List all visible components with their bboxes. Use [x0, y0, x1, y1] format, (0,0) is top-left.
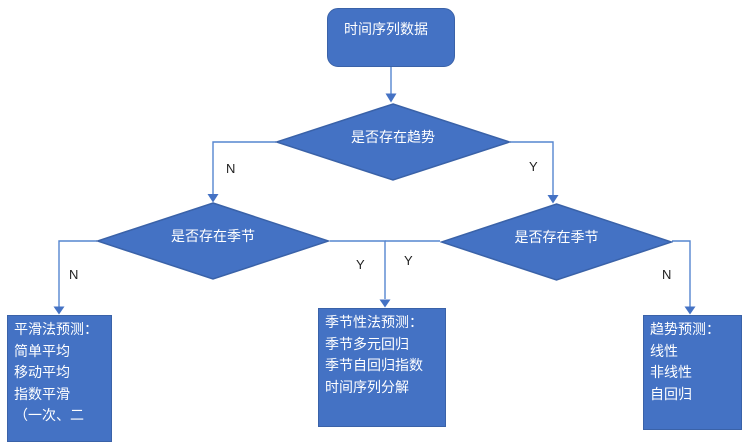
outcome-line: 简单平均: [14, 342, 70, 359]
outcome-trend-forecast: 趋势预测： 线性 非线性 自回归: [643, 315, 742, 430]
connector-trend-yes: [510, 141, 554, 195]
edge-label-trend-yes: Y: [529, 159, 538, 174]
outcome-line: 趋势预测：: [650, 321, 720, 337]
decision-has-season-left: 是否存在季节: [96, 202, 330, 280]
arrowhead-season-left-no: [53, 306, 65, 315]
edge-label-season-right-no: N: [662, 267, 672, 282]
edge-label-trend-no: N: [226, 161, 236, 176]
outcome-line: 非线性: [650, 364, 692, 380]
outcome-line: （一次、二: [14, 407, 84, 423]
decision-has-season-right: 是否存在季节: [440, 203, 673, 281]
arrowhead-trend-no: [207, 194, 219, 203]
arrowhead-seasonal-merge: [379, 299, 391, 308]
diamond-shape: [275, 103, 511, 181]
outcome-line: 指数平滑: [14, 385, 70, 402]
connector-season-left-no: [58, 240, 97, 307]
outcome-line: 时间序列分解: [325, 378, 409, 395]
outcome-line: 季节多元回归: [325, 335, 409, 352]
decision-has-trend-label: 是否存在趋势: [351, 129, 435, 145]
outcome-line: 自回归: [650, 385, 692, 402]
arrowhead-season-right-no: [684, 306, 696, 315]
outcome-line: 平滑法预测：: [14, 321, 98, 337]
diamond-shape: [440, 203, 673, 281]
edge-label-season-right-yes: Y: [404, 253, 413, 268]
outcome-seasonal-forecast: 季节性法预测： 季节多元回归 季节自回归指数 时间序列分解: [318, 308, 446, 427]
edge-label-season-left-yes: Y: [356, 257, 365, 272]
arrowhead-trend-yes: [547, 195, 559, 204]
connector-season-right-no: [672, 240, 691, 307]
outcome-line: 移动平均: [14, 364, 70, 380]
connector-trend-no: [212, 141, 276, 194]
decision-has-trend: 是否存在趋势: [275, 103, 511, 181]
decision-has-season-right-label: 是否存在季节: [514, 229, 599, 245]
edge-label-season-left-no: N: [69, 267, 79, 282]
diamond-shape: [96, 202, 330, 280]
outcome-smoothing-forecast: 平滑法预测： 简单平均 移动平均 指数平滑 （一次、二: [7, 315, 112, 442]
start-node-label: 时间序列数据: [344, 21, 428, 37]
outcome-line: 季节自回归指数: [325, 357, 423, 373]
outcome-line: 线性: [650, 342, 678, 359]
start-node: 时间序列数据: [327, 8, 455, 67]
arrowhead-start-to-trend: [385, 93, 397, 103]
decision-has-season-left-label: 是否存在季节: [171, 228, 255, 244]
outcome-line: 季节性法预测：: [325, 314, 423, 330]
